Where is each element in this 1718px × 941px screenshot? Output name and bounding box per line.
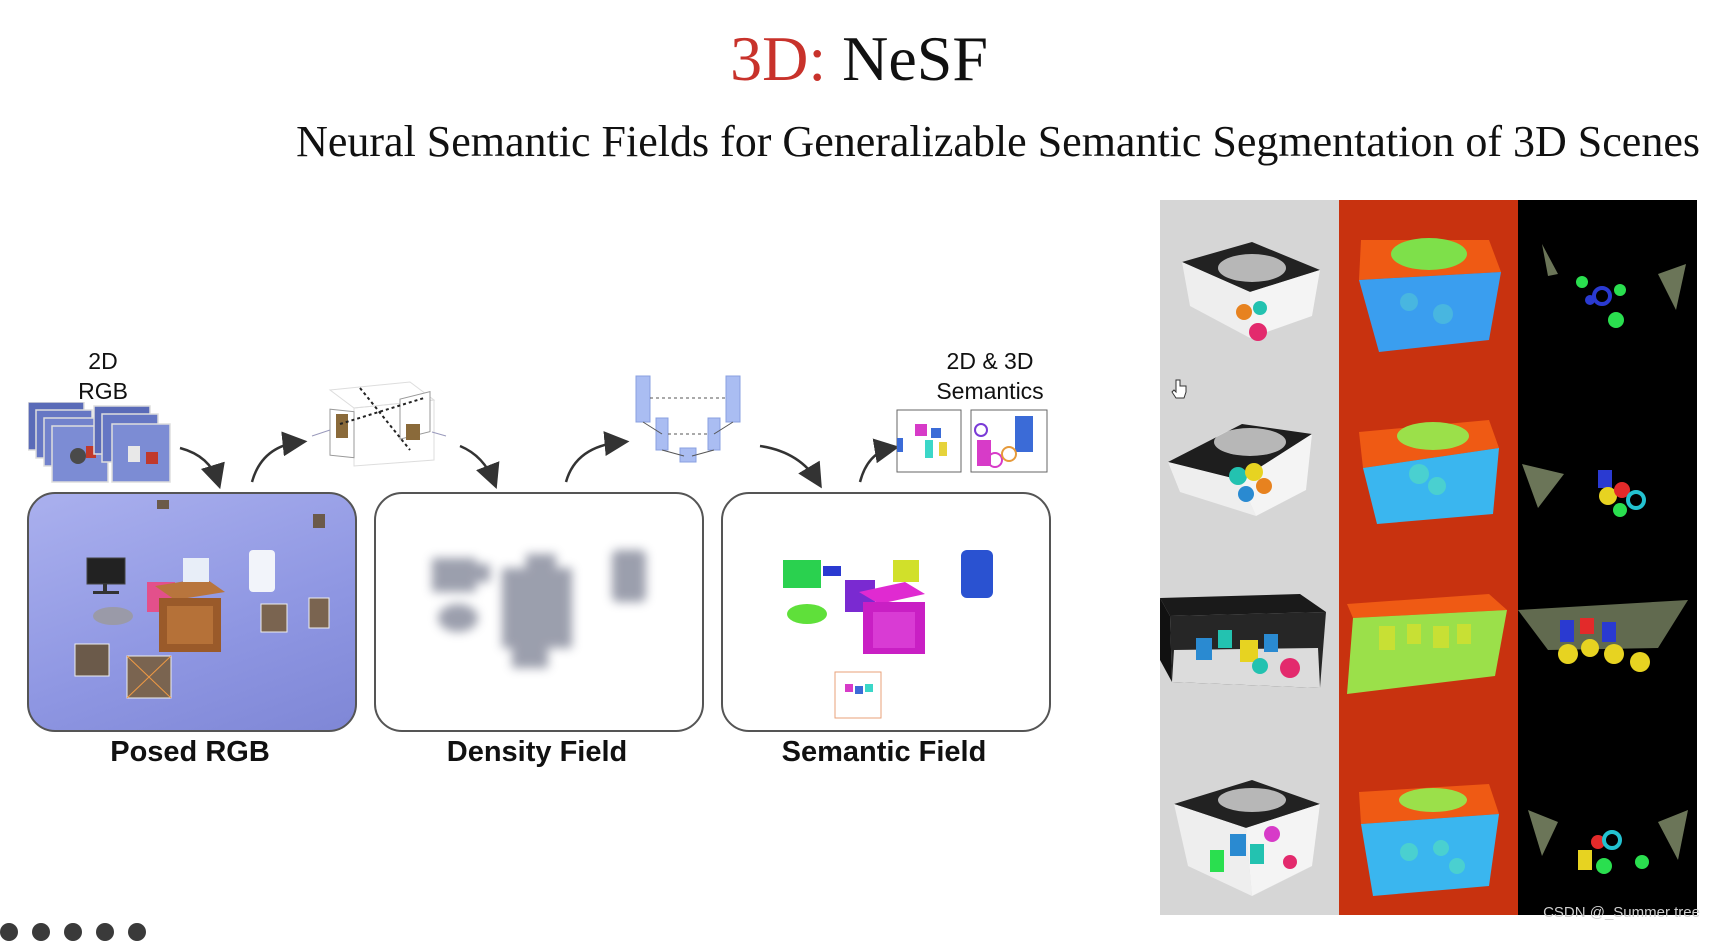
watermark: CSDN @_Summer tree [1543, 904, 1700, 921]
posed-rgb-panel [27, 492, 357, 732]
output-label-line1: 2D & 3D [946, 348, 1034, 374]
density-field-scene [432, 550, 646, 668]
presentation-toolbar[interactable] [0, 923, 180, 941]
slide-title: 3D: NeSF [0, 22, 1718, 96]
output-label: 2D & 3D Semantics [895, 346, 1085, 406]
semantic-field-scene [783, 550, 993, 719]
caption-posed-rgb: Posed RGB [110, 736, 270, 768]
input-image-stack [28, 402, 171, 483]
results-grid [1160, 200, 1697, 915]
semantic-render-column [1518, 200, 1697, 915]
caption-semantic-field: Semantic Field [781, 736, 987, 768]
output-label-line2: Semantics [936, 378, 1044, 404]
toolbar-zoom-icon[interactable] [96, 923, 114, 941]
rgb-renders [1160, 242, 1326, 896]
density-field-panel [374, 492, 704, 732]
flow-arrows [179, 431, 900, 490]
posed-rgb-scene [74, 500, 330, 699]
toolbar-grid-icon[interactable] [64, 923, 82, 941]
depth-render-column [1339, 200, 1518, 915]
toolbar-back-icon[interactable] [0, 923, 18, 941]
unet-icon [635, 375, 741, 463]
semantic-renders [1518, 244, 1688, 874]
semantic-output-images [896, 409, 1048, 473]
rgb-render-column [1160, 200, 1339, 915]
slide-subtitle: Neural Semantic Fields for Generalizable… [296, 117, 1700, 166]
semantic-field-panel [721, 492, 1051, 732]
camera-ray-diagram [311, 381, 447, 467]
depth-renders [1347, 238, 1507, 896]
input-label-line1: 2D [88, 348, 118, 374]
title-accent: 3D: [730, 23, 827, 94]
input-label-line2: RGB [78, 378, 128, 404]
cursor-hand-icon [1171, 379, 1187, 399]
caption-density-field: Density Field [446, 736, 628, 768]
input-label: 2D RGB [58, 346, 148, 406]
toolbar-forward-icon[interactable] [128, 923, 146, 941]
toolbar-pen-icon[interactable] [32, 923, 50, 941]
title-main: NeSF [842, 23, 988, 94]
